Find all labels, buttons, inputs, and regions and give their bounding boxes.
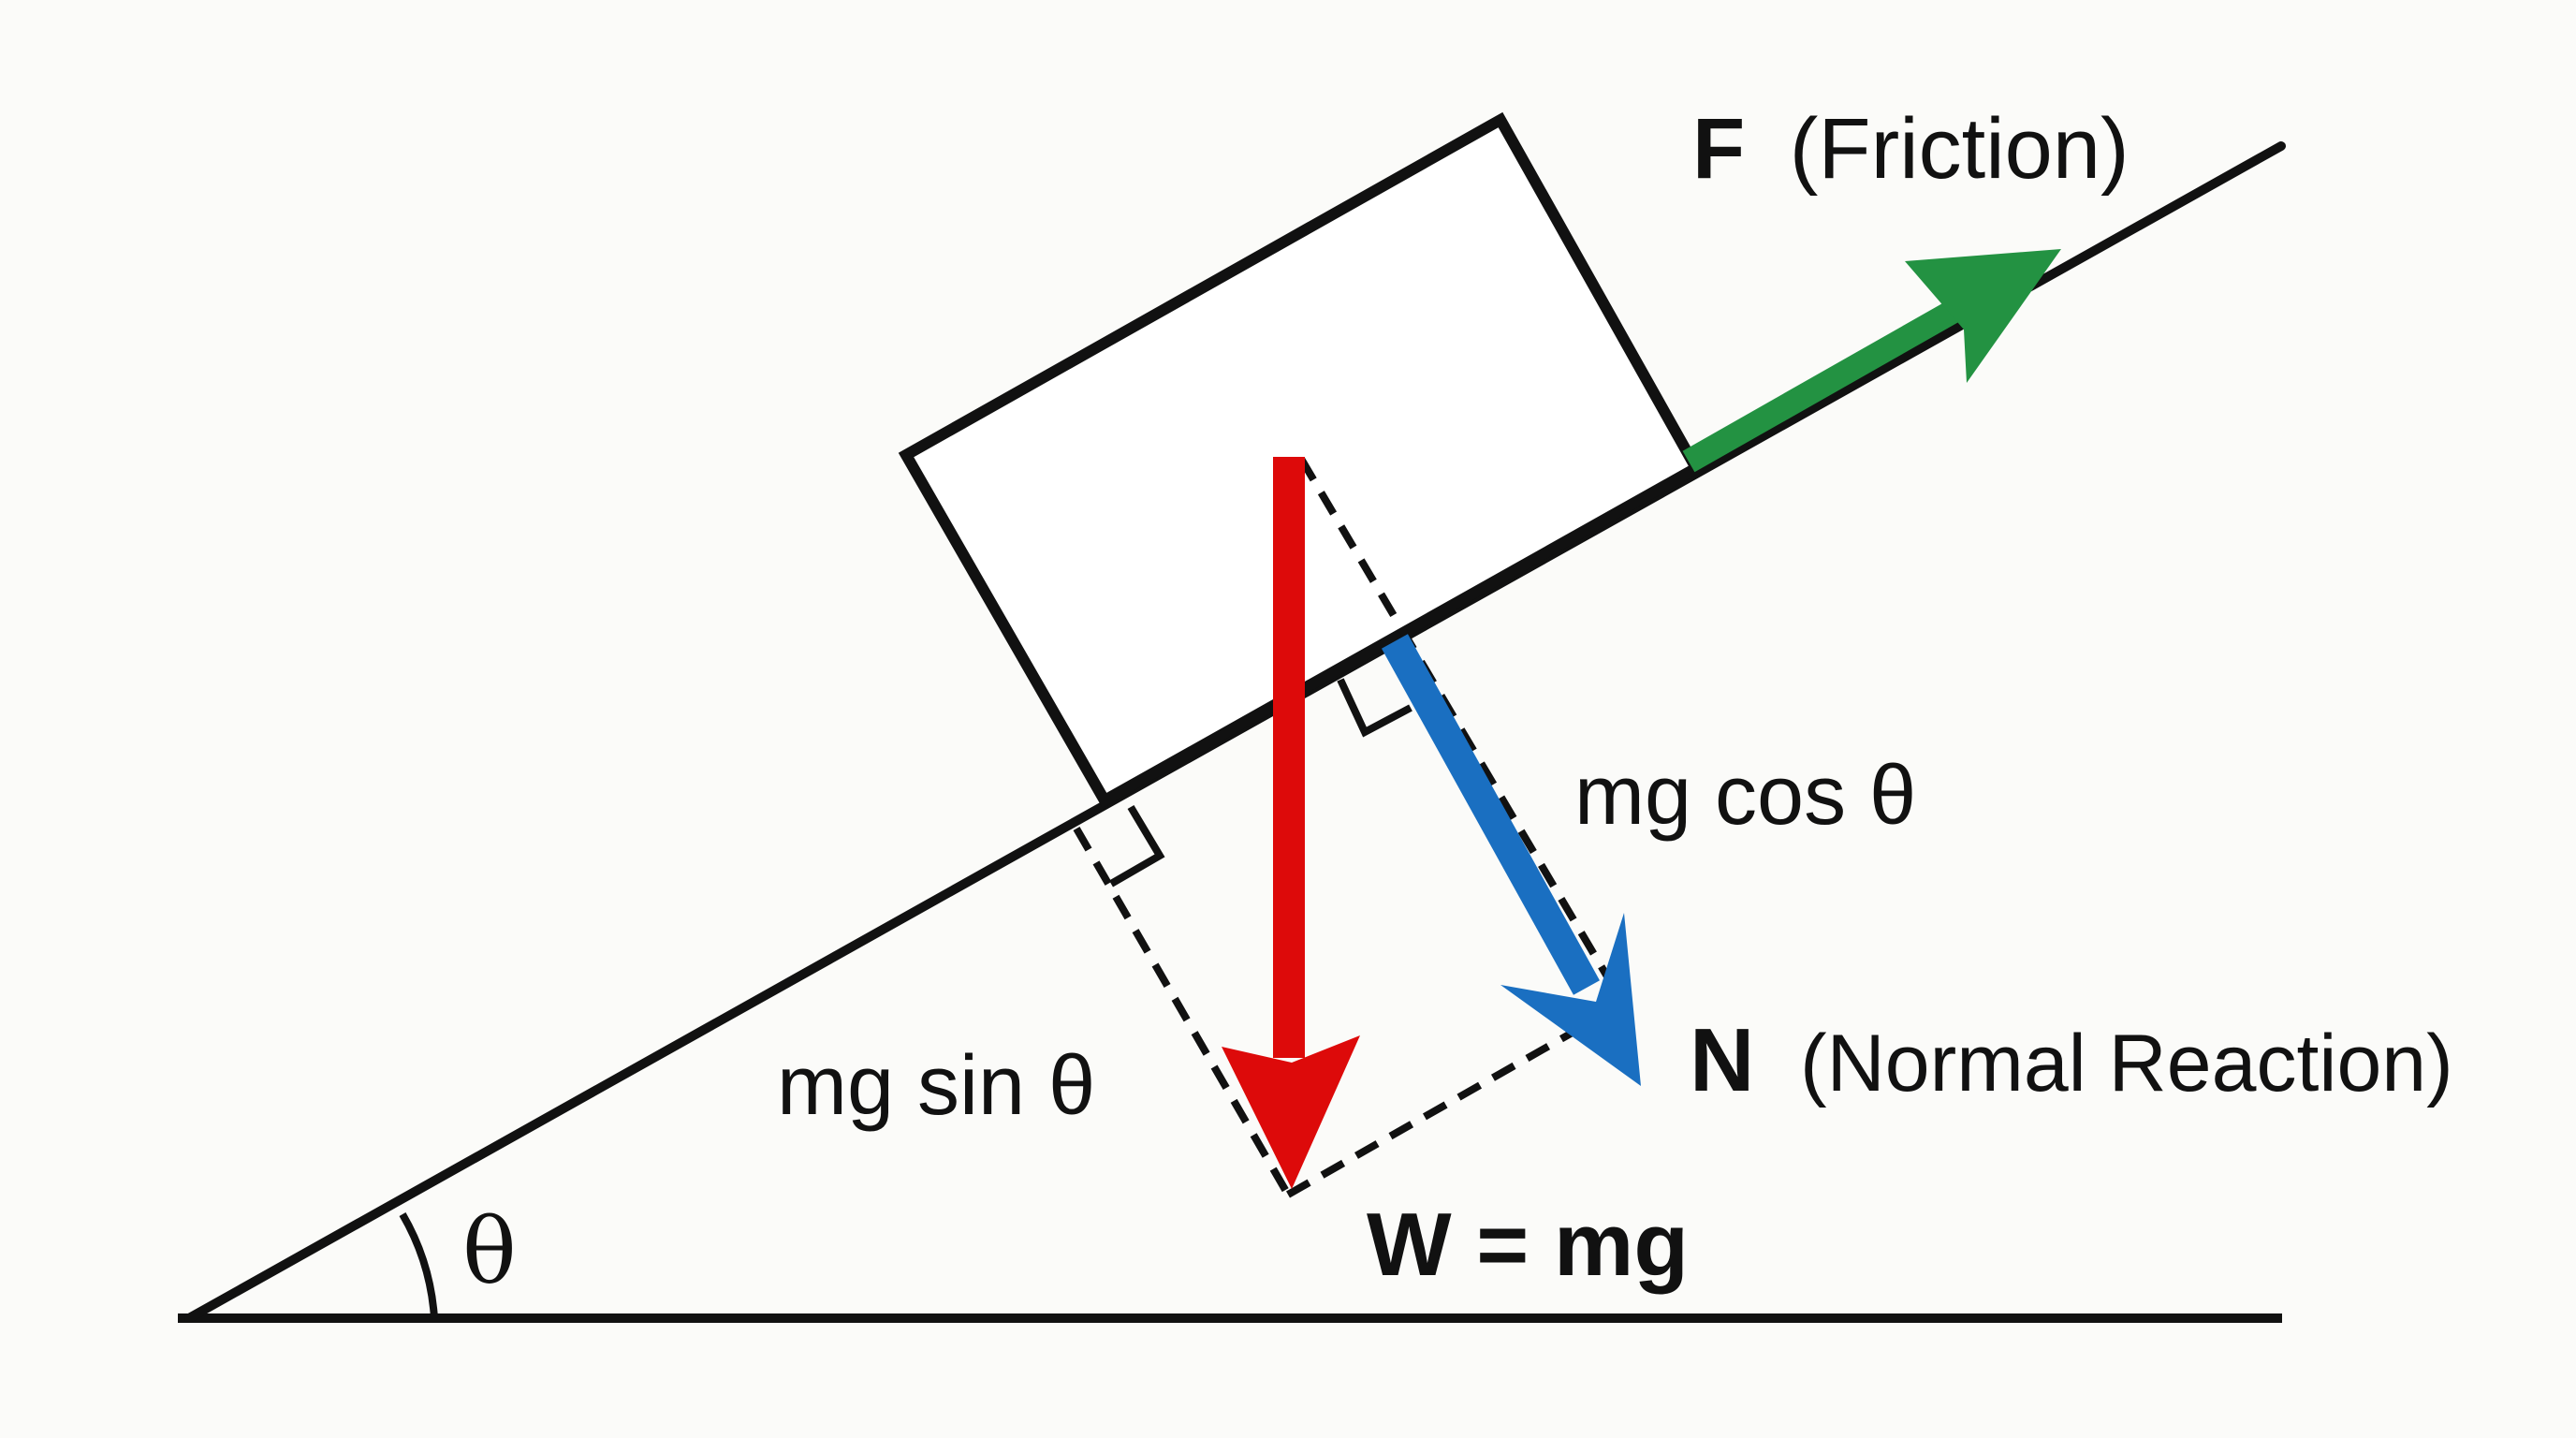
friction-label: F (Friction) xyxy=(1692,101,2130,197)
dashed-mg-cos-line xyxy=(1297,456,1632,1016)
friction-text: (Friction) xyxy=(1790,101,2130,197)
mg-sin-label: mg sin θ xyxy=(777,1039,1095,1133)
friction-arrow xyxy=(1682,249,2061,473)
dashed-bottom-line xyxy=(1286,1026,1579,1198)
right-angle-marker-left xyxy=(1109,804,1165,888)
mg-cos-label: mg cos θ xyxy=(1574,749,1916,843)
component-dashed-lines xyxy=(1073,456,1632,1198)
angle-arc xyxy=(399,1211,438,1319)
weight-arrow xyxy=(1222,457,1360,1189)
weight-label: W = mg xyxy=(1367,1195,1689,1295)
angle-label: θ xyxy=(462,1199,517,1304)
normal-symbol: N xyxy=(1690,1010,1754,1110)
normal-reaction-arrow xyxy=(1382,634,1641,1086)
dashed-mg-sin-line xyxy=(1073,826,1292,1197)
normal-text: (Normal Reaction) xyxy=(1800,1019,2453,1108)
friction-symbol: F xyxy=(1692,101,1745,197)
right-angle-marker-right xyxy=(1337,678,1412,738)
normal-label: N (Normal Reaction) xyxy=(1690,1010,2453,1110)
